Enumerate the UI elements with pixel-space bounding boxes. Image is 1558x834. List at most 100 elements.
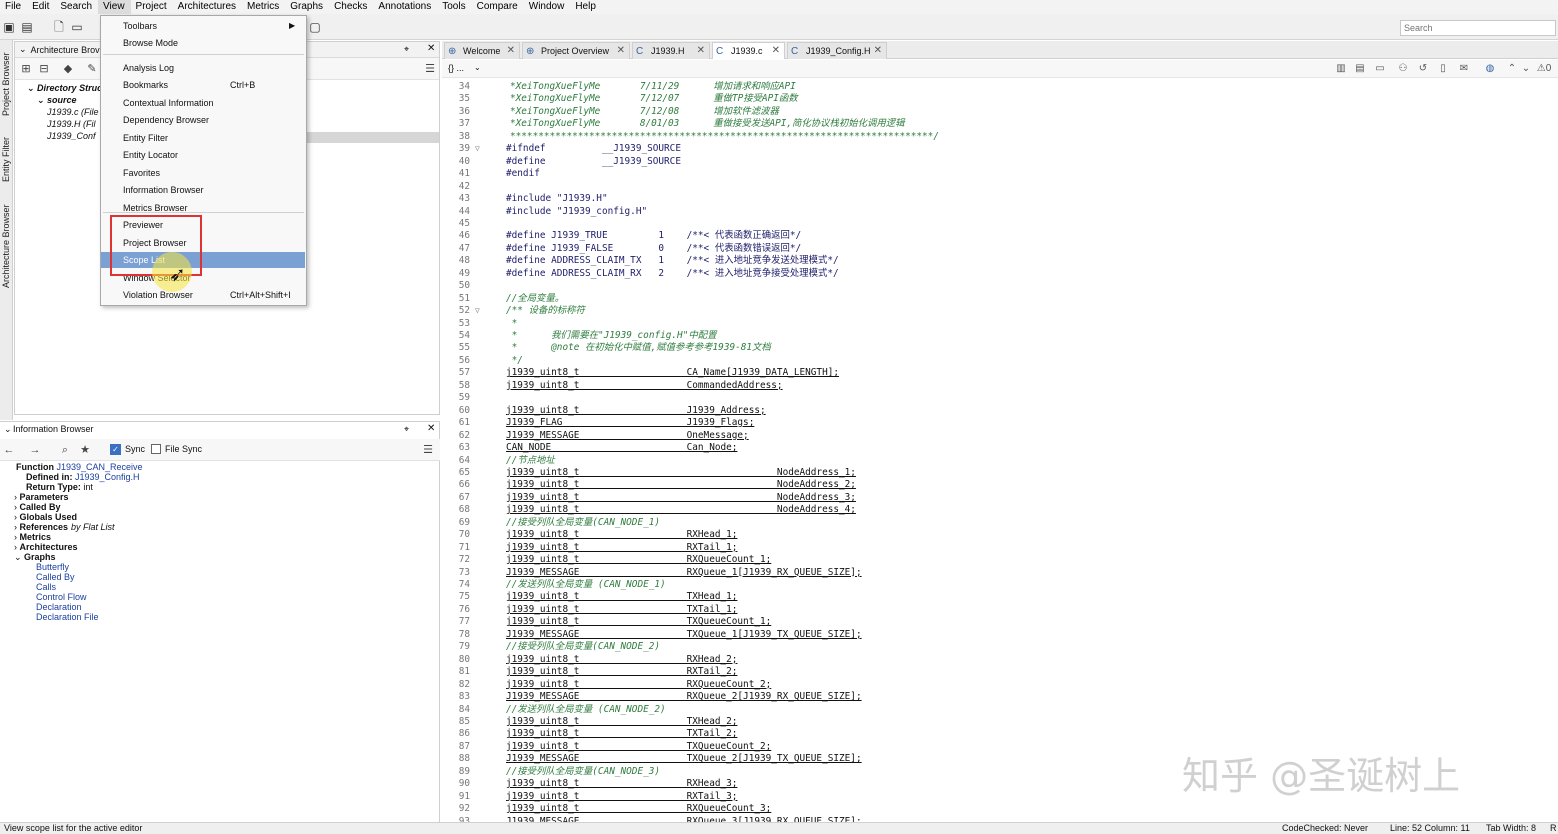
defined-in-value[interactable]: J1939_Config.H [75, 472, 140, 482]
chevron-down-icon[interactable]: ⌄ [37, 95, 48, 105]
tree-item[interactable]: ⌄ source [37, 95, 77, 106]
chevron-down-icon[interactable]: ⌄ [27, 83, 38, 93]
menu-window[interactable]: Window [528, 1, 565, 12]
window-icon[interactable]: ▢ [309, 20, 321, 34]
history-icon[interactable]: ↺ [1418, 63, 1428, 74]
collapse-all-icon[interactable]: ⊟ [39, 63, 49, 75]
pin-icon[interactable]: ⌖ [404, 424, 410, 434]
info-section[interactable]: › Called By [14, 502, 61, 512]
menu-tools[interactable]: Tools [442, 1, 466, 12]
graph-link[interactable]: Declaration File [36, 612, 99, 622]
chevron-right-icon[interactable]: › [14, 542, 20, 552]
chevron-down-icon[interactable]: ⌄ [1521, 63, 1531, 74]
warning-icon[interactable]: ⚠0 [1536, 63, 1552, 74]
chevron-down-icon[interactable]: ⌄ [19, 44, 27, 54]
search-input[interactable] [1400, 20, 1556, 36]
scope-dropdown[interactable]: {} ... [448, 63, 465, 73]
menu-help[interactable]: Help [575, 1, 596, 12]
close-icon[interactable]: ✕ [696, 45, 705, 56]
tab-project-overview[interactable]: ⊕Project Overview✕ [522, 42, 630, 59]
menu-item-entity-locator[interactable]: Entity Locator [101, 147, 306, 163]
close-icon[interactable]: ✕ [616, 45, 625, 56]
menu-search[interactable]: Search [60, 1, 93, 12]
chevron-down-icon[interactable]: ⌄ [474, 63, 481, 72]
graph-link[interactable]: Control Flow [36, 592, 87, 602]
close-icon[interactable]: ✕ [427, 43, 436, 54]
close-icon[interactable]: ✕ [427, 423, 436, 434]
menu-item-analysis-log[interactable]: Analysis Log [101, 60, 306, 76]
graph-link[interactable]: Butterfly [36, 562, 70, 572]
open-folder-icon[interactable]: ▭ [71, 20, 83, 34]
fold-icon[interactable]: ▽ [475, 144, 480, 154]
menu-item-metrics-browser[interactable]: Metrics Browser [101, 200, 306, 216]
references-mode[interactable]: by Flat List [71, 522, 115, 532]
menu-item-toolbars[interactable]: Toolbars▶ [101, 18, 306, 34]
chevron-right-icon[interactable]: › [14, 512, 20, 522]
menu-edit[interactable]: Edit [32, 1, 50, 12]
tree-item[interactable]: ⌄ Directory Struct [27, 83, 105, 94]
menu-architectures[interactable]: Architectures [177, 1, 237, 12]
split-view-icon[interactable]: ▥ [1336, 63, 1346, 74]
menu-annotations[interactable]: Annotations [378, 1, 432, 12]
back-arrow-icon[interactable]: ← [3, 444, 15, 456]
close-icon[interactable]: ✕ [873, 45, 882, 56]
menu-file[interactable]: File [5, 1, 22, 12]
menu-icon[interactable]: ☰ [425, 63, 435, 75]
info-section[interactable]: › Metrics [14, 532, 51, 542]
menu-graphs[interactable]: Graphs [290, 1, 324, 12]
tag-icon[interactable]: ◆ [63, 63, 73, 75]
sync-checkbox[interactable]: ✓ [110, 444, 121, 455]
chevron-down-icon[interactable]: ⌄ [14, 552, 25, 562]
edit-icon[interactable]: ✎ [87, 63, 97, 75]
user-lock-icon[interactable]: ⚇ [1398, 63, 1408, 74]
menu-view[interactable]: View [98, 0, 131, 14]
pin-icon[interactable]: ⌖ [404, 44, 410, 54]
menu-item-project-browser[interactable]: Project Browser [101, 235, 306, 251]
menu-item-information-browser[interactable]: Information Browser [101, 182, 306, 198]
tree-item[interactable]: J1939.H (Fil [47, 119, 96, 129]
menu-compare[interactable]: Compare [476, 1, 518, 12]
tab-entity-filter[interactable]: Entity Filter [1, 136, 11, 182]
chevron-right-icon[interactable]: › [14, 502, 20, 512]
info-section[interactable]: › Architectures [14, 542, 78, 552]
chevron-right-icon[interactable]: › [14, 522, 20, 532]
chevron-up-icon[interactable]: ⌃ [1507, 63, 1517, 74]
graph-link[interactable]: Called By [36, 572, 75, 582]
horizontal-split-icon[interactable]: ▤ [1355, 63, 1365, 74]
star-icon[interactable]: ★ [80, 444, 90, 456]
globe-icon[interactable]: ◍ [1485, 63, 1495, 74]
file-sync-checkbox[interactable] [151, 444, 161, 454]
close-icon[interactable]: ✕ [771, 45, 780, 56]
menu-item-contextual-information[interactable]: Contextual Information [101, 95, 306, 111]
tree-item[interactable]: J1939_Conf [47, 131, 96, 141]
document-icon[interactable]: ▯ [1440, 63, 1446, 74]
menu-project[interactable]: Project [135, 1, 167, 12]
menu-item-browse-mode[interactable]: Browse Mode [101, 35, 306, 51]
menu-item-scope-list[interactable]: Scope List [101, 252, 305, 268]
graph-link[interactable]: Declaration [36, 602, 82, 612]
forward-arrow-icon[interactable]: → [29, 444, 41, 456]
info-section[interactable]: ⌄ Graphs [14, 552, 56, 562]
info-section[interactable]: › Parameters [14, 492, 69, 502]
tab-welcome[interactable]: ⊕Welcome✕ [444, 42, 520, 59]
graph-link[interactable]: Calls [36, 582, 57, 592]
new-project-icon[interactable]: ▣ [3, 20, 15, 34]
function-name[interactable]: J1939_CAN_Receive [56, 462, 143, 472]
menu-item-favorites[interactable]: Favorites [101, 165, 306, 181]
menu-metrics[interactable]: Metrics [247, 1, 280, 12]
comment-icon[interactable]: ✉ [1459, 63, 1469, 74]
book-icon[interactable]: ▤ [21, 20, 33, 34]
search-icon[interactable]: ⌕ [61, 444, 69, 456]
menu-icon[interactable]: ☰ [423, 444, 433, 456]
close-icon[interactable]: ✕ [506, 45, 515, 56]
menu-item-entity-filter[interactable]: Entity Filter [101, 130, 306, 146]
fold-icon[interactable]: ▽ [475, 306, 480, 316]
single-view-icon[interactable]: ▭ [1375, 63, 1385, 74]
tab-architecture-browser[interactable]: Architecture Browser [1, 204, 11, 288]
menu-checks[interactable]: Checks [334, 1, 368, 12]
